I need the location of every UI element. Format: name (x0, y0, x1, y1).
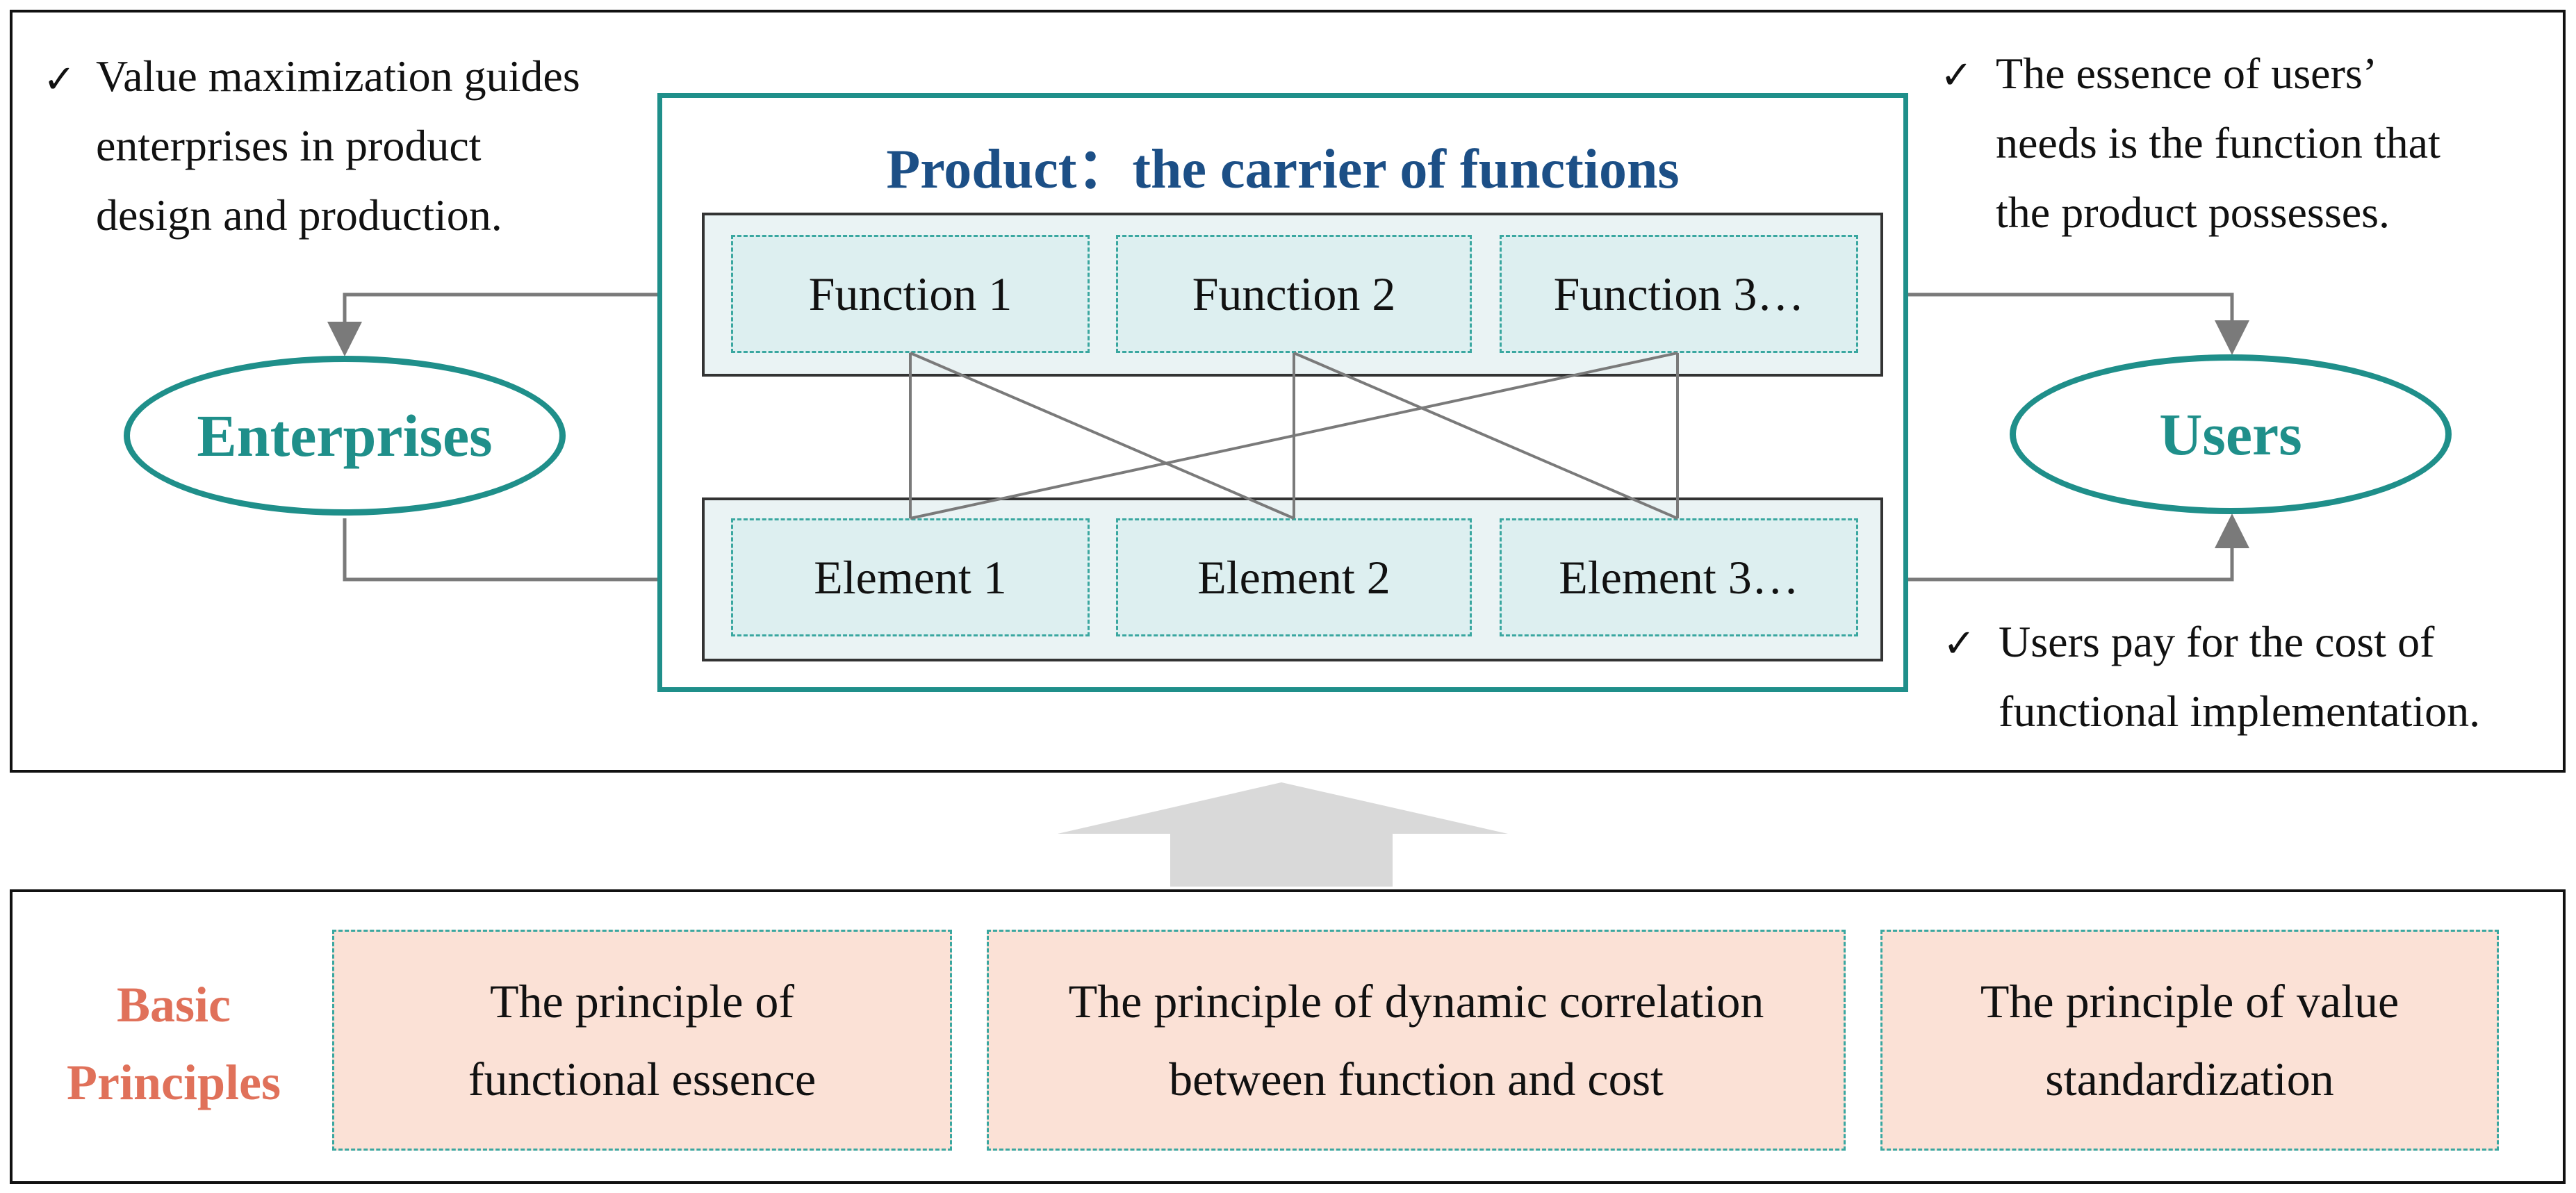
check-mark-icon: ✓ (43, 57, 76, 102)
product-title: Product：the carrier of functions (886, 139, 1680, 200)
big-up-arrow (1058, 782, 1508, 887)
check-mark-icon: ✓ (1943, 621, 1976, 666)
principle-dynamic-correlation: The principle of dynamic correlation bet… (987, 930, 1846, 1151)
basic-principles-label: Basic Principles (67, 977, 281, 1110)
enterprises-note: Value maximization guides enterprises in… (96, 51, 580, 240)
element-to-users-arrow (1883, 513, 2249, 582)
users-needs-note: The essence of users’ needs is the funct… (1996, 49, 2440, 237)
enterprises-node: Enterprises (124, 356, 566, 516)
element-3-cell: Element 3… (1500, 518, 1858, 636)
element-1-cell: Element 1 (731, 518, 1090, 636)
principles-frame (10, 889, 2566, 1184)
function-1-cell: Function 1 (731, 235, 1090, 353)
users-node: Users (2010, 354, 2452, 514)
enterprises-to-element-arrow (343, 518, 703, 597)
function-2-cell: Function 2 (1116, 235, 1472, 353)
system-frame (10, 10, 2566, 773)
users-cost-note: Users pay for the cost of functional imp… (1999, 617, 2481, 736)
principle-functional-essence: The principle of functional essence (332, 930, 952, 1151)
check-mark-icon: ✓ (1940, 53, 1973, 98)
element-2-cell: Element 2 (1116, 518, 1472, 636)
function-3-cell: Function 3… (1500, 235, 1858, 353)
function-to-users-arrow (1883, 293, 2249, 355)
function-to-enterprises-arrow (327, 293, 702, 356)
principle-value-standardization: The principle of value standardization (1880, 930, 2499, 1151)
